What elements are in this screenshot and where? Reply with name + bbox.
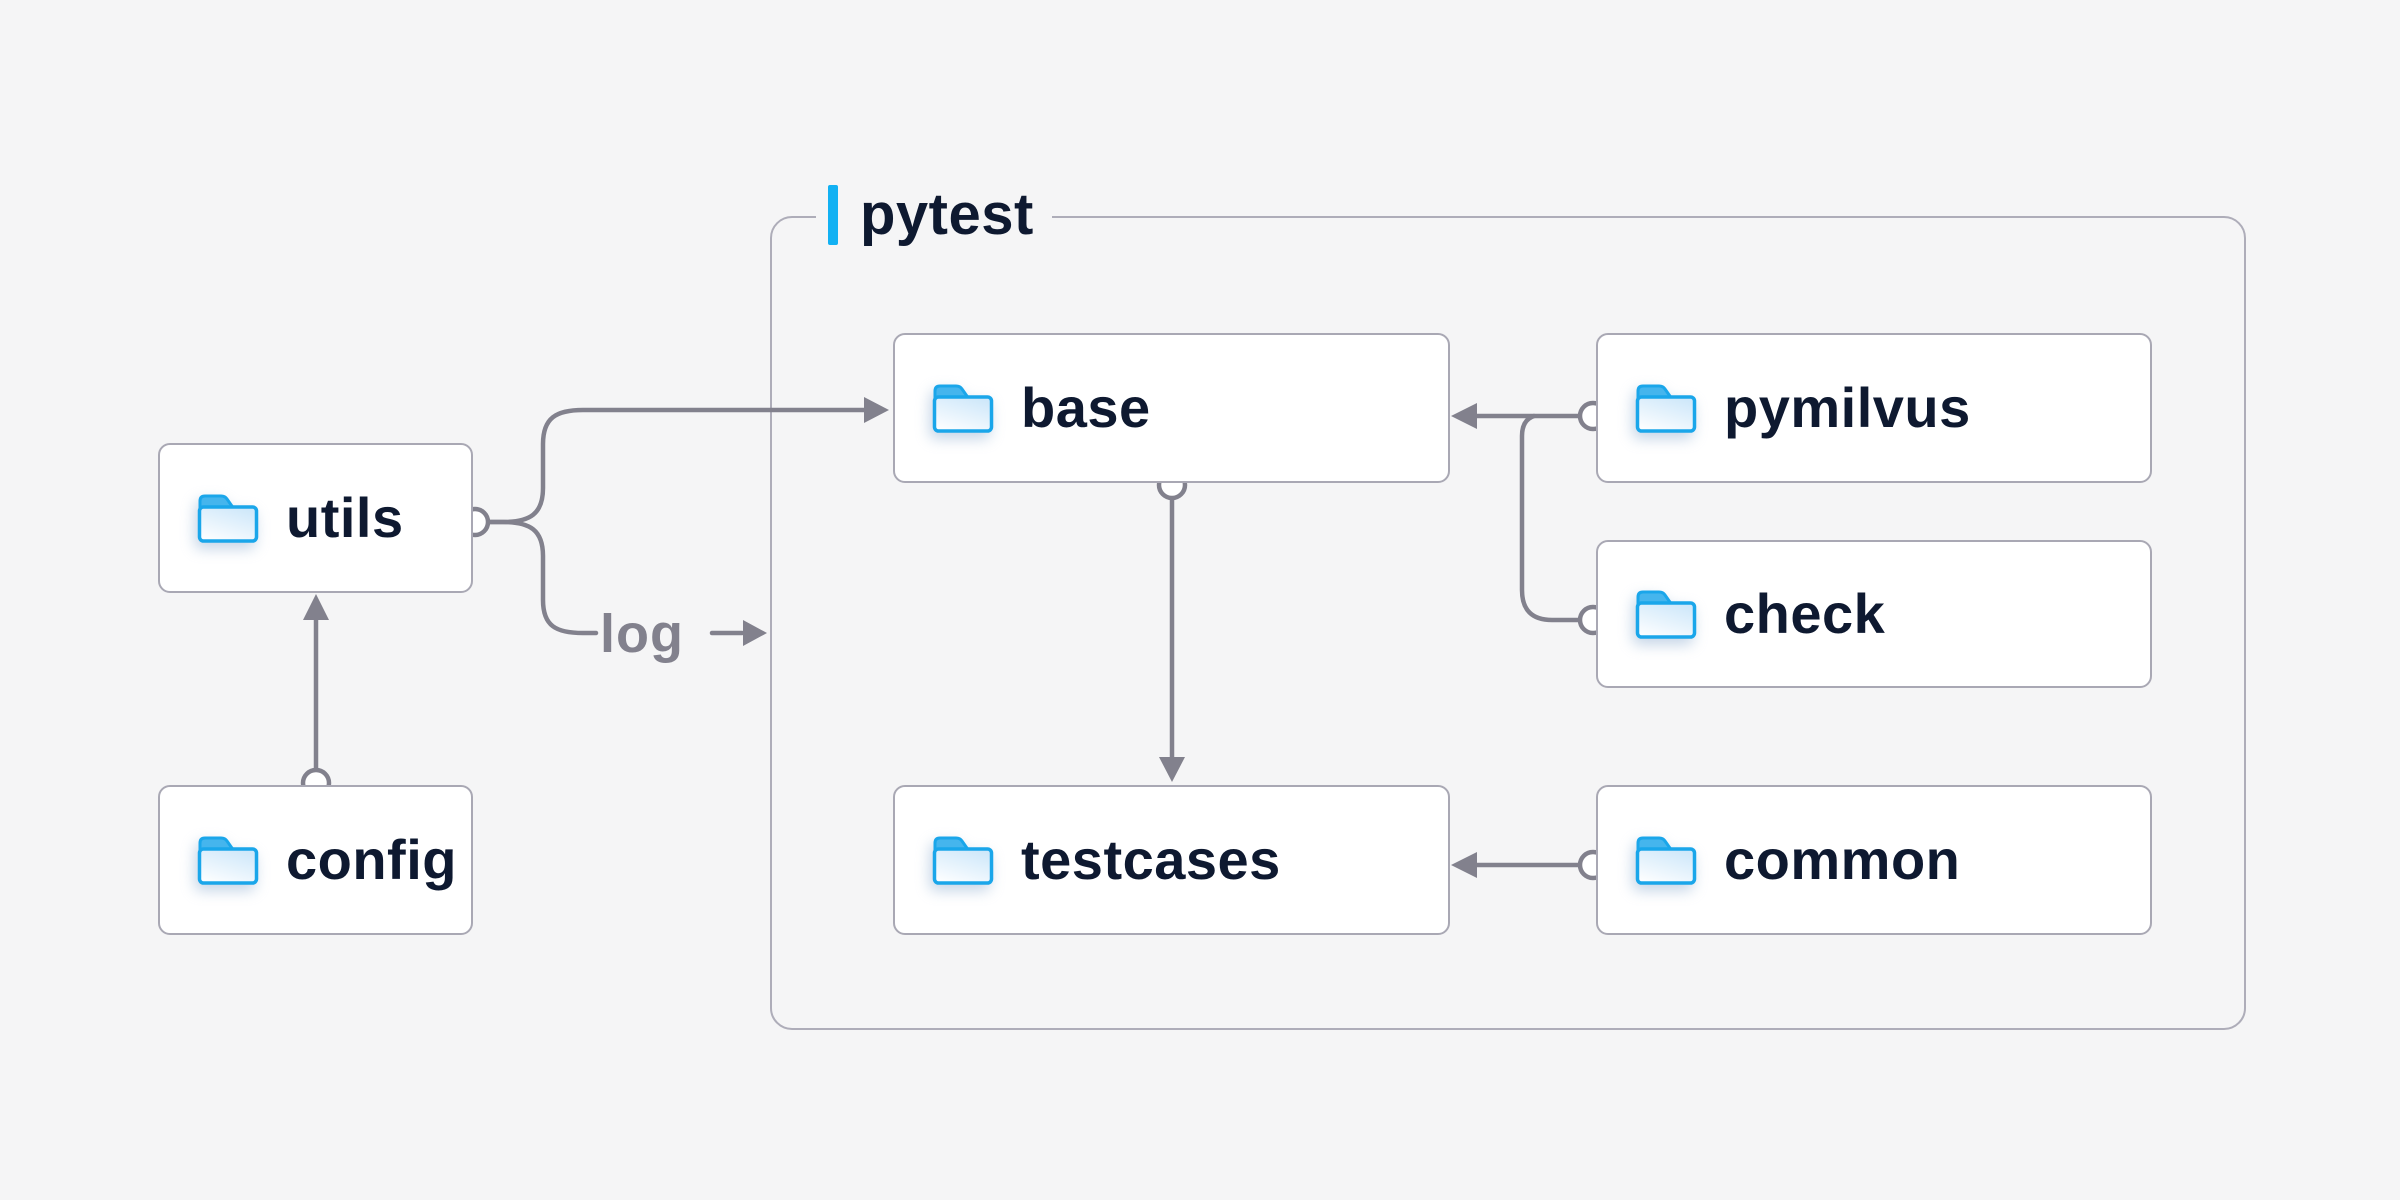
- node-label: common: [1724, 828, 1961, 891]
- node-testcases: testcases: [893, 785, 1450, 935]
- node-label: base: [1021, 376, 1151, 439]
- group-title: pytest: [860, 182, 1034, 247]
- edge-utils-to-log: [486, 519, 599, 636]
- folder-icon: [932, 384, 994, 433]
- node-check: check: [1596, 540, 2152, 688]
- pytest-group-label: pytest: [816, 183, 1052, 247]
- folder-icon: [1635, 836, 1697, 885]
- node-common: common: [1596, 785, 2152, 935]
- accent-bar: [828, 185, 838, 245]
- edge-config-to-utils: [300, 594, 332, 799]
- node-label: pymilvus: [1724, 376, 1971, 439]
- folder-icon: [1635, 384, 1697, 433]
- node-label: check: [1724, 582, 1886, 645]
- node-utils: utils: [158, 443, 473, 593]
- edge-log-arrow-into-pytest: [709, 620, 767, 646]
- folder-icon: [197, 494, 259, 543]
- node-label: utils: [286, 486, 404, 549]
- node-label: testcases: [1021, 828, 1281, 891]
- folder-icon: [932, 836, 994, 885]
- folder-icon: [197, 836, 259, 885]
- pytest-group-container: [770, 216, 2246, 1030]
- node-label: config: [286, 828, 457, 891]
- node-pymilvus: pymilvus: [1596, 333, 2152, 483]
- folder-icon: [1635, 590, 1697, 639]
- node-base: base: [893, 333, 1450, 483]
- node-config: config: [158, 785, 473, 935]
- edge-label-log: log: [600, 604, 684, 664]
